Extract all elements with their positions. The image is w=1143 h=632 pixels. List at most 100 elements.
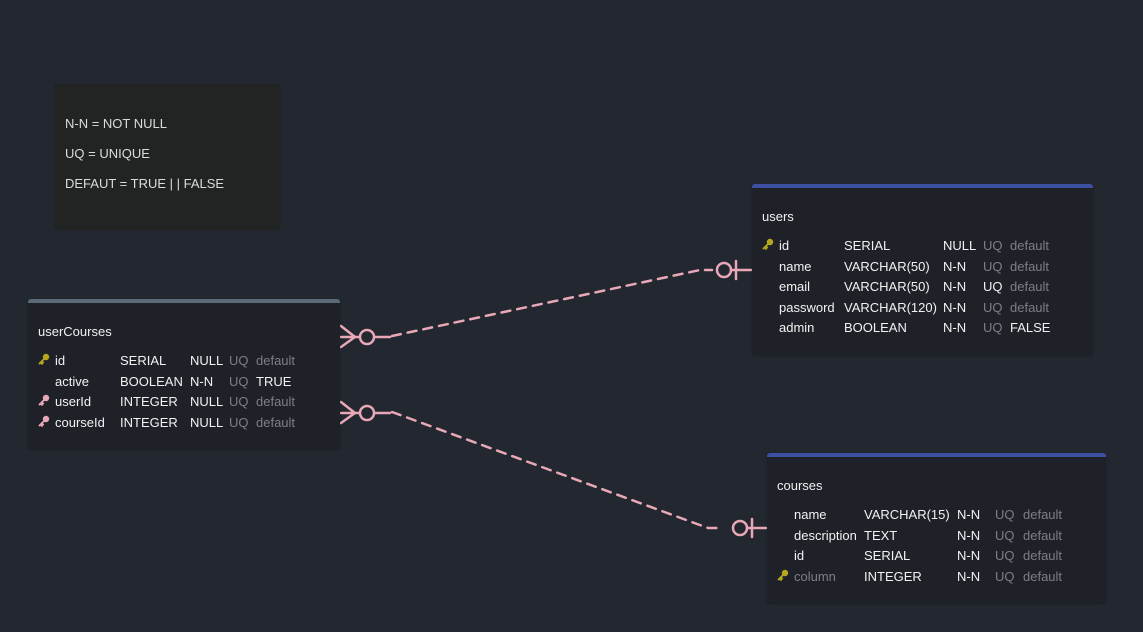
column-name: name: [779, 258, 812, 274]
column-default: default: [1010, 238, 1050, 253]
column-unique: UQ: [229, 373, 249, 389]
table-title: users: [762, 209, 794, 224]
column-default: default: [1023, 568, 1063, 584]
column-unique: UQ: [229, 353, 249, 368]
column-row[interactable]: userId INTEGER NULL UQ default: [28, 392, 340, 412]
column-unique: UQ: [229, 394, 249, 409]
column-null: N-N: [943, 299, 967, 315]
column-row[interactable]: courseId INTEGER NULL UQ default: [28, 413, 340, 433]
column-null: NULL: [190, 414, 224, 430]
column-unique: UQ: [983, 258, 1003, 274]
column-null: N-N: [957, 568, 981, 584]
column-null: N-N: [943, 320, 967, 335]
column-unique: UQ: [983, 299, 1003, 315]
column-name: id: [55, 353, 66, 368]
table-header-bar: [752, 184, 1093, 188]
column-null: NULL: [190, 353, 224, 368]
relation-usercourses-courses-line: [390, 410, 724, 530]
column-default: default: [256, 353, 296, 368]
column-type: BOOLEAN: [844, 320, 907, 335]
column-unique: UQ: [995, 527, 1015, 543]
column-type: BOOLEAN: [120, 373, 183, 389]
column-name: id: [794, 548, 805, 563]
column-row[interactable]: description TEXT N-N UQ default: [767, 526, 1106, 546]
relation-usercourses-users-line: [390, 268, 714, 338]
column-default: default: [256, 414, 296, 430]
column-unique: UQ: [983, 279, 1003, 294]
column-name: userId: [55, 394, 92, 409]
column-row[interactable]: email VARCHAR(50) N-N UQ default: [752, 277, 1093, 297]
foreign-key-icon: [38, 413, 50, 427]
column-type: VARCHAR(15): [864, 507, 950, 522]
column-name: column: [794, 568, 836, 584]
column-default: default: [1023, 527, 1063, 543]
column-null: NULL: [190, 394, 224, 409]
column-row[interactable]: id SERIAL N-N UQ default: [767, 546, 1106, 566]
legend-line-unique: UQ = UNIQUE: [65, 146, 150, 161]
column-type: TEXT: [864, 527, 898, 543]
column-type: INTEGER: [864, 568, 922, 584]
column-name: id: [779, 238, 790, 253]
column-unique: UQ: [229, 414, 249, 430]
primary-key-icon: [38, 351, 50, 365]
column-unique: UQ: [995, 548, 1015, 563]
column-name: admin: [779, 320, 815, 335]
column-unique: UQ: [983, 238, 1003, 253]
column-type: SERIAL: [844, 238, 891, 253]
column-type: INTEGER: [120, 394, 178, 409]
column-null: N-N: [957, 527, 981, 543]
usercourses-table[interactable]: userCourses id SERIAL NULL UQ default active B…: [28, 299, 340, 449]
column-unique: UQ: [995, 568, 1015, 584]
column-default: default: [1023, 507, 1063, 522]
column-row[interactable]: active BOOLEAN N-N UQ TRUE: [28, 372, 340, 392]
column-type: INTEGER: [120, 414, 178, 430]
column-row[interactable]: id SERIAL NULL UQ default: [28, 351, 340, 371]
table-title: userCourses: [38, 324, 112, 339]
column-type: SERIAL: [864, 548, 911, 563]
table-header-bar: [767, 453, 1106, 457]
column-default: default: [1023, 548, 1063, 563]
legend-note[interactable]: N-N = NOT NULL UQ = UNIQUE DEFAUT = TRUE…: [54, 84, 281, 230]
column-row[interactable]: id SERIAL NULL UQ default: [752, 236, 1093, 256]
crow-foot-many-icon: [339, 324, 392, 349]
column-row[interactable]: column INTEGER N-N UQ default: [767, 567, 1106, 587]
table-header-bar: [28, 299, 340, 303]
legend-line-not-null: N-N = NOT NULL: [65, 116, 167, 131]
column-null: N-N: [943, 279, 967, 294]
primary-key-icon: [777, 567, 789, 581]
column-type: VARCHAR(120): [844, 299, 937, 315]
zero-or-one-courses-icon: [731, 517, 768, 539]
table-title: courses: [777, 478, 823, 493]
column-name: courseId: [55, 414, 105, 430]
column-unique: UQ: [983, 320, 1003, 335]
column-default: default: [1010, 258, 1050, 274]
column-row[interactable]: admin BOOLEAN N-N UQ FALSE: [752, 318, 1093, 338]
column-name: active: [55, 373, 89, 389]
column-type: VARCHAR(50): [844, 258, 930, 274]
zero-or-one-users-icon: [715, 259, 753, 281]
column-type: VARCHAR(50): [844, 279, 930, 294]
column-default: default: [1010, 279, 1050, 294]
column-null: NULL: [943, 238, 977, 253]
column-type: SERIAL: [120, 353, 167, 368]
primary-key-icon: [762, 236, 774, 250]
column-unique: UQ: [995, 507, 1015, 522]
column-null: N-N: [957, 507, 981, 522]
legend-line-default: DEFAUT = TRUE | | FALSE: [65, 176, 225, 191]
column-name: description: [794, 527, 857, 543]
foreign-key-icon: [38, 392, 50, 406]
column-name: email: [779, 279, 811, 294]
column-null: N-N: [190, 373, 214, 389]
column-name: password: [779, 299, 835, 315]
column-default: FALSE: [1010, 320, 1051, 335]
column-default: default: [256, 394, 296, 409]
crow-foot-many-icon: [339, 400, 392, 425]
column-default: TRUE: [256, 373, 292, 389]
column-null: N-N: [957, 548, 981, 563]
